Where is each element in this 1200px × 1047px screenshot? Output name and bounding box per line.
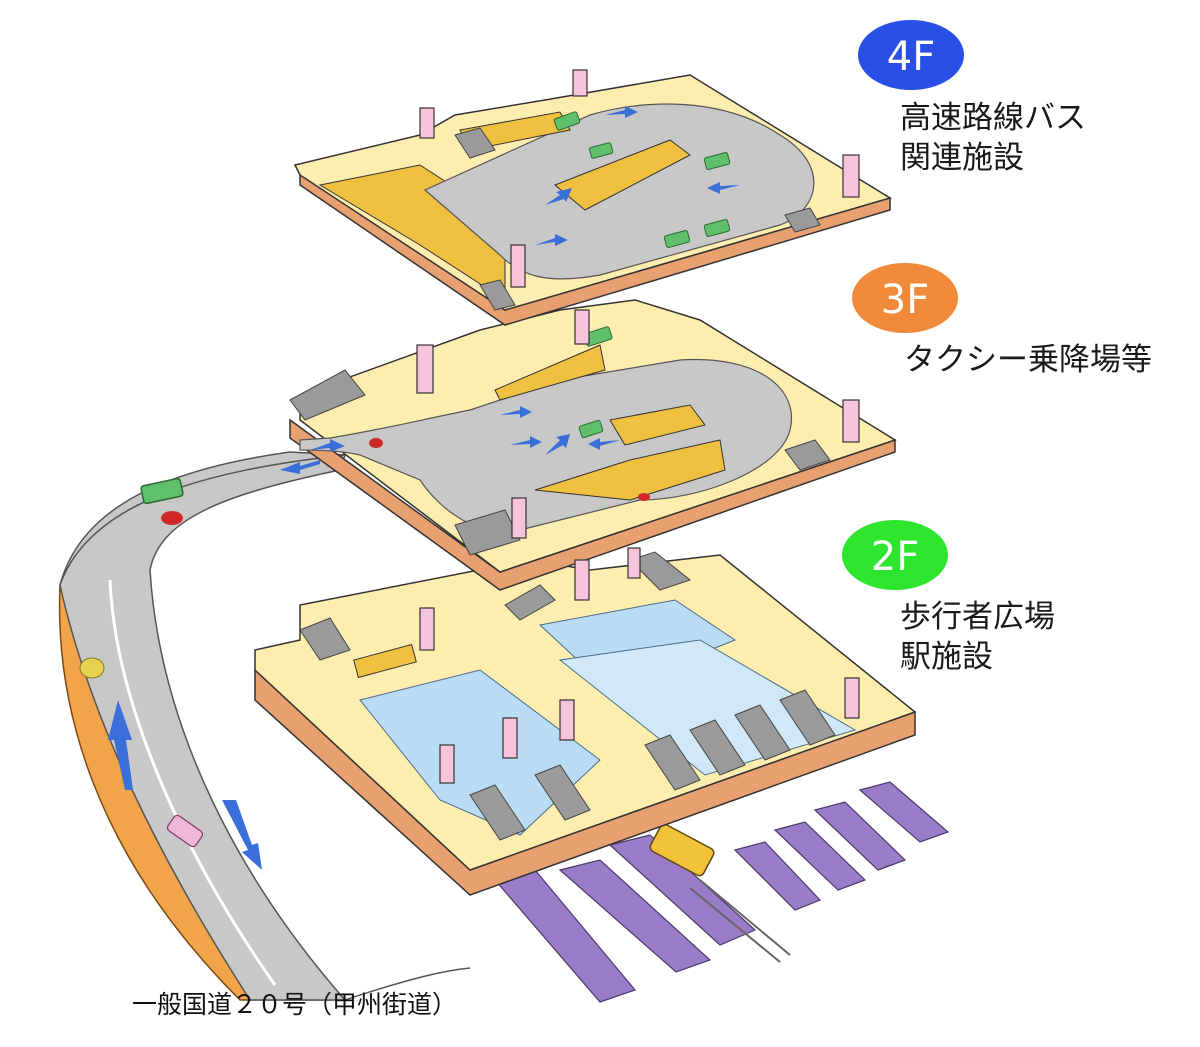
floor-4f: [293, 69, 892, 326]
floor-badge-3f: 3F: [852, 263, 958, 333]
van-icon: [166, 814, 204, 848]
ramp-3f: [494, 344, 606, 401]
car-icon: [161, 511, 183, 525]
badge-3f-text: 3F: [881, 277, 929, 323]
badge-4f-text: 4F: [887, 34, 935, 80]
taxi-pool: [534, 439, 726, 501]
bus-icon: [140, 477, 184, 505]
road-edge-line: [344, 967, 471, 1001]
road-surface: [59, 454, 347, 1001]
arrows-4f: [535, 106, 740, 246]
floor-badge-4f: 4F: [858, 20, 964, 90]
floor-4f-line-2: 関連施設: [900, 140, 1024, 176]
floor-2f-line-1: 歩行者広場: [900, 599, 1055, 635]
floor-2f: [254, 554, 950, 1003]
escalators-3f: [289, 369, 831, 621]
floor-4f-line-1: 高速路線バス: [900, 100, 1086, 136]
train-icon: [649, 823, 715, 877]
floor-2f-label: 歩行者広場 駅施設: [900, 597, 1055, 677]
floor-3f: [280, 299, 897, 621]
badge-3f-bg: [852, 263, 958, 333]
taxi-bay: [609, 404, 706, 446]
arrows-3f: [280, 406, 620, 474]
car-icon: [638, 493, 650, 501]
badge-4f-bg: [858, 20, 964, 90]
escalators-2f: [299, 617, 836, 841]
floor-badge-2f: 2F: [842, 520, 948, 590]
floor-3f-label: タクシー乗降場等: [904, 340, 1152, 380]
rail-track: [689, 879, 791, 963]
car-icon: [79, 657, 105, 679]
bus-island: [554, 139, 691, 211]
pillars-2f: [419, 607, 860, 784]
arrow-up-icon: [108, 700, 133, 790]
arrow-down-icon: [222, 800, 262, 870]
car-icon: [369, 438, 383, 448]
floor-4f-label: 高速路線バス 関連施設: [900, 98, 1086, 178]
badge-2f-bg: [842, 520, 948, 590]
highway-ramp: [58, 451, 471, 1001]
buses-4f: [553, 111, 731, 248]
badge-2f-text: 2F: [871, 534, 919, 580]
roadway-3f: [299, 358, 792, 533]
pillars-3f: [416, 309, 860, 601]
escalators-4f: [454, 127, 821, 311]
floor-3f-line-1: タクシー乗降場等: [904, 342, 1152, 378]
pillars-4f: [419, 69, 860, 288]
platforms: [493, 781, 950, 1003]
bus-icon: [578, 419, 604, 439]
yellow-area: [353, 643, 417, 679]
road-label: 一般国道２０号（甲州街道）: [132, 990, 458, 1019]
road-center-line: [108, 579, 277, 986]
floor-2f-line-2: 駅施設: [900, 639, 993, 675]
